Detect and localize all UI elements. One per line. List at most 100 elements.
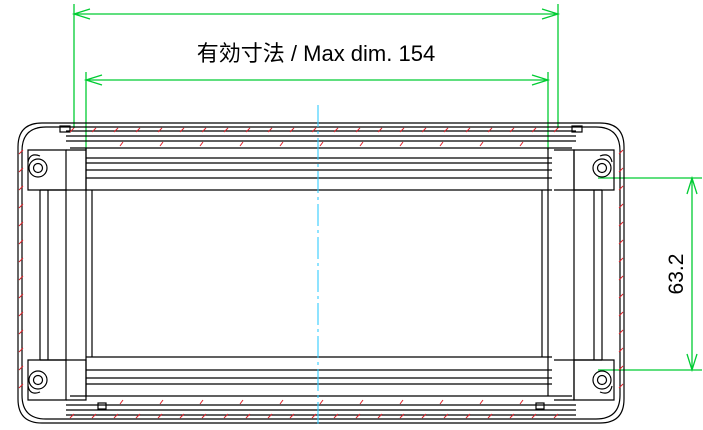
overall-width-dimension: [71, 4, 561, 128]
hatch-tick: [18, 365, 24, 371]
hatch-tick: [399, 399, 404, 405]
screw-boss-bottom-right: [592, 370, 613, 394]
hatch-tick: [618, 293, 624, 299]
hatch-tick: [618, 167, 624, 173]
screw-boss-bottom-left: [27, 370, 48, 394]
hatch-tick: [487, 413, 493, 419]
hatch-tick: [618, 311, 624, 317]
hatch-tick: [239, 141, 244, 147]
hatch-tick: [223, 413, 229, 419]
hatch-tick: [531, 127, 537, 133]
hatch-tick: [333, 413, 339, 419]
hatch-tick: [421, 413, 427, 419]
hatch-tick: [201, 413, 207, 419]
hatch-tick: [618, 329, 624, 335]
hatch-tick: [279, 141, 284, 147]
hatch-tick: [399, 141, 404, 147]
hatch-tick: [69, 127, 75, 133]
hatch-tick: [18, 275, 24, 281]
hatch-tick: [399, 127, 405, 133]
hatch-tick: [18, 239, 24, 245]
hatch-tick: [119, 141, 124, 147]
hatch-tick: [18, 293, 24, 299]
hatch-tick: [18, 185, 24, 191]
hatch-tick: [319, 399, 324, 405]
hatch-tick: [487, 127, 493, 133]
hatch-tick: [113, 127, 119, 133]
hatch-tick: [311, 413, 317, 419]
hatch-tick: [179, 127, 185, 133]
hatch-tick: [157, 127, 163, 133]
hatch-tick: [18, 203, 24, 209]
hatch-tick: [509, 127, 515, 133]
hatch-tick: [319, 141, 324, 147]
hatch-tick: [439, 399, 444, 405]
hatch-tick: [289, 413, 295, 419]
hatch-tick: [279, 399, 284, 405]
hatch-tick: [18, 383, 24, 389]
height-label: 63.2: [665, 254, 688, 295]
hatch-tick: [439, 141, 444, 147]
hatch-tick: [239, 399, 244, 405]
hatch-tick: [359, 399, 364, 405]
hatch-tick: [157, 413, 163, 419]
hatch-tick: [618, 185, 624, 191]
hatch-tick: [618, 257, 624, 263]
hatch-tick: [465, 127, 471, 133]
hatch-tick: [18, 311, 24, 317]
hatch-tick: [553, 413, 559, 419]
hatch-tick: [519, 141, 524, 147]
hatch-tick: [443, 413, 449, 419]
hatch-tick: [618, 383, 624, 389]
hatch-tick: [618, 275, 624, 281]
hatch-tick: [199, 399, 204, 405]
hatch-tick: [399, 413, 405, 419]
hatch-tick: [135, 127, 141, 133]
hatch-tick: [223, 127, 229, 133]
hatch-tick: [618, 365, 624, 371]
height-dimension: [598, 175, 702, 373]
hatch-tick: [119, 399, 124, 405]
hatch-tick: [245, 127, 251, 133]
hatch-tick: [18, 347, 24, 353]
hatch-tick: [618, 239, 624, 245]
hatch-tick: [18, 167, 24, 173]
screw-bosses: [27, 154, 613, 394]
hatch-tick: [311, 127, 317, 133]
hatch-tick: [355, 127, 361, 133]
hatch-tick: [531, 413, 537, 419]
hatch-tick: [135, 413, 141, 419]
hatch-tick: [618, 347, 624, 353]
hatch-tick: [377, 127, 383, 133]
hatch-tick: [91, 127, 97, 133]
hatch-tick: [18, 257, 24, 263]
inner-width-dimension: [83, 72, 551, 150]
hatch-tick: [553, 127, 559, 133]
hatch-tick: [289, 127, 295, 133]
hatch-tick: [421, 127, 427, 133]
hatch-tick: [618, 203, 624, 209]
hatch-tick: [245, 413, 251, 419]
hatch-tick: [267, 413, 273, 419]
hatch-tick: [479, 399, 484, 405]
screw-boss-top-left: [27, 154, 48, 178]
hatch-tick: [267, 127, 273, 133]
enclosure-outline: [17, 122, 625, 424]
hatch-tick: [159, 141, 164, 147]
inner-width-label: 有効寸法 / Max dim. 154: [197, 41, 435, 66]
screw-boss-top-right: [592, 154, 613, 178]
hatch-tick: [479, 141, 484, 147]
hatch-tick: [159, 399, 164, 405]
hatch-tick: [201, 127, 207, 133]
hatch-tick: [355, 413, 361, 419]
hatch-tick: [18, 221, 24, 227]
hatch-tick: [18, 149, 24, 155]
hatch-tick: [18, 329, 24, 335]
hatch-tick: [618, 221, 624, 227]
hatch-tick: [69, 413, 75, 419]
hatch-tick: [443, 127, 449, 133]
hatch-tick: [199, 141, 204, 147]
hatch-tick: [333, 127, 339, 133]
hatch-tick: [91, 413, 97, 419]
